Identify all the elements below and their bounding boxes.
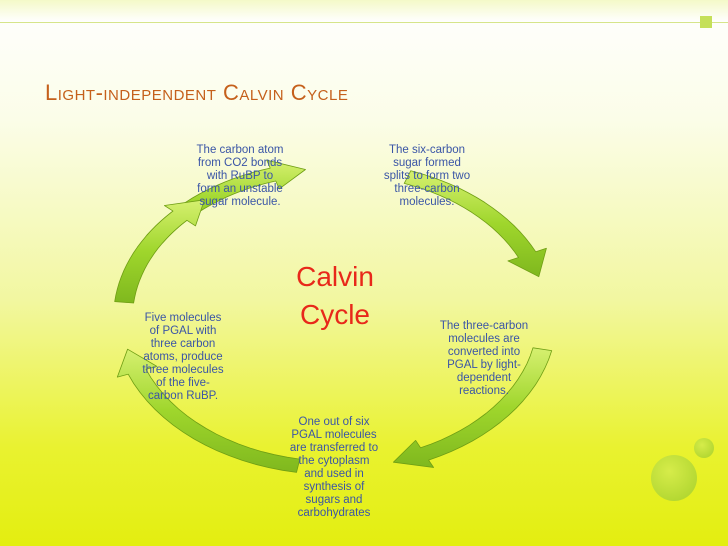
arrow-upper-right (403, 170, 547, 278)
arrow-lower-left (116, 348, 301, 473)
slide-title: Light-independent Calvin Cycle (45, 80, 349, 105)
arrow-lower-right (393, 347, 553, 468)
center-label: Calvin Cycle (275, 258, 395, 334)
small-circle-decoration (694, 438, 714, 458)
top-divider (0, 22, 728, 23)
arrow-upper-left (114, 199, 205, 304)
step-3-text: The three-carbon molecules are converted… (439, 320, 529, 397)
step-1-text: The carbon atom from CO2 bonds with RuBP… (196, 144, 284, 208)
center-label-line-2: Cycle (299, 299, 370, 330)
corner-square-decoration (700, 16, 712, 28)
large-circle-decoration (651, 455, 697, 501)
step-5-text: Five molecules of PGAL with three carbon… (142, 312, 224, 402)
step-4-text: One out of six PGAL molecules are transf… (289, 416, 379, 519)
top-band (0, 0, 728, 22)
step-2-text: The six-carbon sugar formed splits to fo… (383, 144, 471, 208)
center-label-line-1: Calvin (296, 261, 374, 292)
